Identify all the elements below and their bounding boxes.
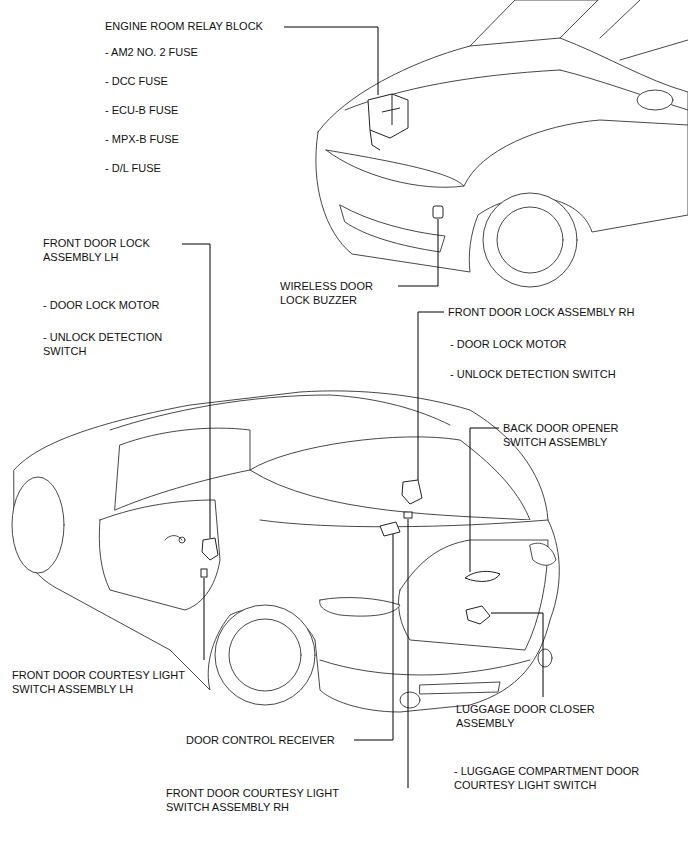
door	[99, 500, 220, 610]
part-label: FRONT DOOR COURTESY LIGHT SWITCH ASSEMBL…	[12, 668, 197, 696]
front-wheel	[483, 193, 577, 287]
buzzer	[433, 206, 443, 218]
leader-line	[491, 613, 543, 697]
spoiler	[260, 520, 548, 527]
courtesy-switch-rh	[404, 512, 412, 518]
courtesy-switch-lh	[201, 569, 207, 577]
door-lock-rh	[402, 480, 422, 504]
side-window	[600, 0, 688, 60]
rear-window	[250, 437, 530, 520]
leader-lines	[182, 27, 543, 788]
luggage-closer	[466, 606, 490, 624]
leader-line	[182, 244, 210, 538]
roof	[110, 395, 450, 430]
part-label: FRONT DOOR COURTESY LIGHT SWITCH ASSEMBL…	[166, 786, 366, 814]
part-label: WIRELESS DOOR LOCK BUZZER	[280, 279, 392, 307]
part-label: - UNLOCK DETECTION SWITCH	[450, 367, 680, 381]
leader-line	[284, 27, 378, 95]
part-label: - MPX-B FUSE	[105, 132, 275, 146]
leader-line	[408, 519, 409, 788]
front-wheel-rear-view	[12, 477, 64, 573]
tail-light-right	[530, 543, 556, 565]
part-label: - DCC FUSE	[105, 74, 275, 88]
rear-wheel	[215, 605, 315, 705]
part-label: - DOOR LOCK MOTOR	[43, 298, 213, 312]
windshield	[470, 0, 598, 46]
rear-rim	[229, 619, 301, 691]
opener-switch	[465, 571, 500, 581]
part-label: DOOR CONTROL RECEIVER	[186, 733, 351, 747]
mirror	[637, 90, 673, 110]
door-control-receiver	[380, 522, 400, 536]
part-label: - ECU-B FUSE	[105, 103, 275, 117]
part-label: FRONT DOOR LOCK ASSEMBLY LH	[43, 236, 175, 264]
relay-block	[368, 94, 408, 150]
leader-line	[398, 219, 438, 286]
bumper	[320, 660, 530, 694]
front-body	[316, 38, 688, 272]
part-label: ENGINE ROOM RELAY BLOCK	[105, 19, 295, 33]
grille	[340, 205, 445, 252]
part-label: - D/L FUSE	[105, 161, 275, 175]
exhaust-right	[538, 649, 552, 667]
part-label: - DOOR LOCK MOTOR	[450, 337, 650, 351]
side-glass	[115, 428, 250, 510]
headlight	[326, 150, 464, 187]
part-label: FRONT DOOR LOCK ASSEMBLY RH	[448, 305, 684, 319]
leader-line	[470, 428, 499, 572]
door-lock-lh	[202, 538, 218, 560]
front-car	[316, 0, 688, 287]
part-label: LUGGAGE DOOR CLOSER ASSEMBLY	[456, 702, 606, 730]
part-label: - LUGGAGE COMPARTMENT DOOR COURTESY LIGH…	[454, 764, 659, 792]
part-label: - AM2 NO. 2 FUSE	[105, 45, 275, 59]
rear-body	[14, 391, 559, 712]
part-label: BACK DOOR OPENER SWITCH ASSEMBLY	[503, 421, 643, 449]
mirror-left	[179, 537, 185, 543]
rear-car	[12, 391, 559, 712]
leader-line	[418, 312, 444, 480]
leader-line	[354, 534, 393, 740]
components	[201, 480, 500, 624]
fender	[464, 120, 688, 186]
tail-light-left	[320, 598, 400, 617]
leader-line	[204, 578, 205, 660]
part-label: - UNLOCK DETECTION SWITCH	[43, 330, 193, 358]
trunk-lid	[398, 540, 548, 650]
exhaust-left	[400, 692, 420, 708]
front-rim	[497, 207, 563, 273]
